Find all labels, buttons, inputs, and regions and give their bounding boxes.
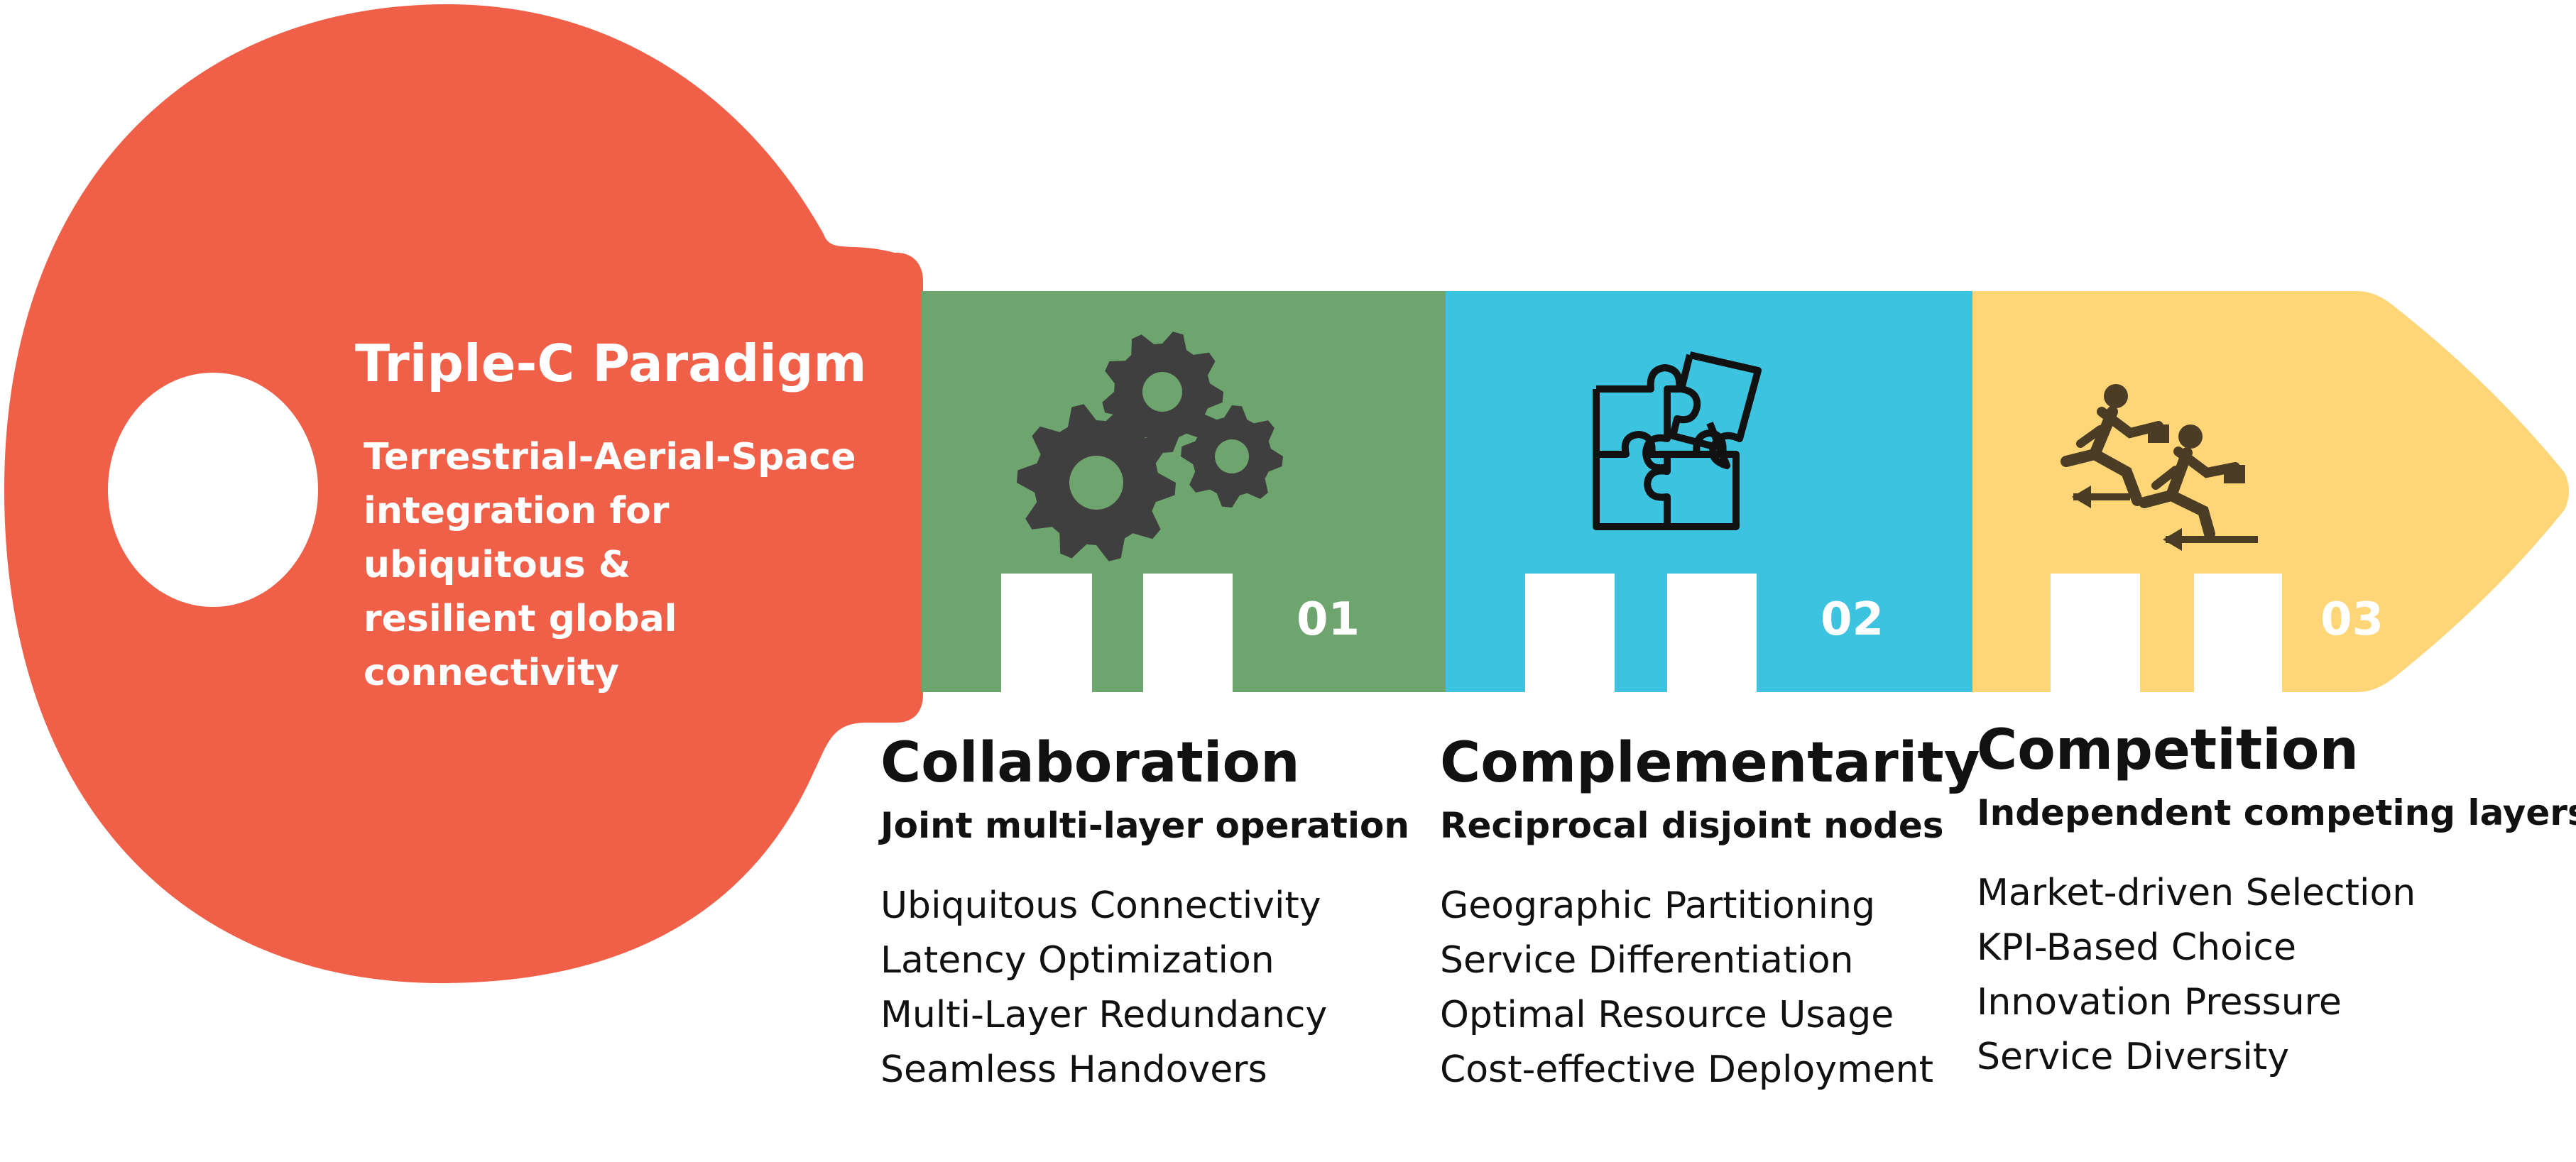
key-tooth [1667, 574, 1757, 694]
paradigm-subtitle-line: integration for ubiquitous & [364, 490, 670, 586]
key-teeth [1001, 574, 2282, 694]
key-bow [4, 4, 923, 983]
list-item: Latency Optimization [880, 939, 1275, 982]
list-item: Geographic Partitioning [1440, 884, 1876, 927]
list-item: Ubiquitous Connectivity [880, 884, 1321, 927]
paradigm-subtitle-line: Terrestrial-Aerial-Space [364, 436, 856, 478]
collaboration-heading: Collaboration [880, 731, 1300, 795]
competition-subheading: Independent competing layers [1977, 792, 2576, 833]
collaboration-column: Collaboration Joint multi-layer operatio… [880, 731, 1409, 1097]
key-tooth [2051, 574, 2140, 694]
segment-number-02: 02 [1821, 593, 1884, 646]
collaboration-subheading: Joint multi-layer operation [880, 805, 1409, 846]
key-tooth [2194, 574, 2282, 694]
key-tooth [1143, 574, 1233, 694]
gears-icon [1017, 331, 1283, 561]
gear-icon [1181, 405, 1283, 508]
list-item: Cost-effective Deployment [1440, 1048, 1933, 1091]
competition-column: Competition Independent competing layers… [1977, 718, 2576, 1085]
list-item: Multi-Layer Redundancy [880, 994, 1328, 1036]
key-hole [108, 373, 318, 607]
complementarity-list: Geographic Partitioning Service Differen… [1440, 879, 1980, 1097]
list-item: Seamless Handovers [880, 1048, 1267, 1091]
paradigm-title: Triple-C Paradigm [355, 334, 867, 393]
list-item: Service Diversity [1977, 1036, 2290, 1078]
running-businessmen-icon [2061, 384, 2258, 551]
complementarity-subheading: Reciprocal disjoint nodes [1440, 805, 1944, 846]
complementarity-heading: Complementarity [1440, 731, 1980, 795]
collaboration-list: Ubiquitous Connectivity Latency Optimiza… [880, 879, 1409, 1097]
paradigm-subtitle: Terrestrial-Aerial-Space integration for… [364, 430, 903, 700]
key-tooth [1525, 574, 1615, 694]
competition-list: Market-driven Selection KPI-Based Choice… [1977, 866, 2576, 1085]
list-item: Innovation Pressure [1977, 981, 2342, 1024]
competition-heading: Competition [1977, 718, 2359, 782]
list-item: Market-driven Selection [1977, 872, 2416, 914]
gear-icon [1017, 404, 1176, 561]
list-item: KPI-Based Choice [1977, 926, 2296, 969]
segment-number-01: 01 [1297, 593, 1360, 646]
list-item: Optimal Resource Usage [1440, 994, 1894, 1036]
complementarity-column: Complementarity Reciprocal disjoint node… [1440, 731, 1980, 1097]
gear-icon [1102, 331, 1223, 453]
list-item: Service Differentiation [1440, 939, 1854, 982]
paradigm-subtitle-line: resilient global connectivity [364, 598, 677, 694]
puzzle-icon [1593, 351, 1762, 530]
key-tooth [1001, 574, 1092, 694]
segment-number-03: 03 [2320, 593, 2384, 646]
